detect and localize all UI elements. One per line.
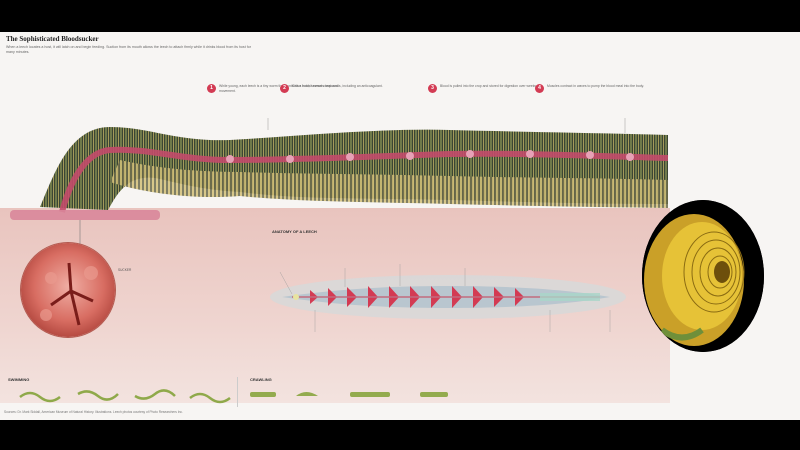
step-1: 1 While young, each leech is a tiny worm…: [207, 84, 352, 94]
numbered-circle-icon: 2: [280, 84, 289, 93]
graphic-intro: When a leech locates a host, it will lat…: [6, 45, 251, 54]
numbered-circle-icon: 3: [428, 84, 437, 93]
credit-line: Sources: Dr. Mark Siddall, American Muse…: [4, 410, 183, 414]
step-2: 2 Saliva holds several compounds, includ…: [280, 84, 425, 93]
swimming-label: SWIMMING: [8, 377, 30, 382]
step-3: 3 Blood is pulled into the crop and stor…: [428, 84, 573, 93]
crawling-label: CRAWLING: [250, 377, 272, 382]
anatomy-diagram: [270, 264, 626, 332]
section-divider: [237, 377, 238, 407]
letterbox-top: [0, 0, 800, 32]
step-text: Muscles contract in waves to pump the bl…: [547, 84, 644, 88]
crawling-sequence: [250, 392, 448, 397]
crop-pouches: [226, 150, 634, 163]
swimming-sequence: [19, 389, 231, 404]
anatomy-title: ANATOMY OF A LEECH: [272, 229, 317, 234]
step-text: Saliva holds several compounds, includin…: [292, 84, 383, 88]
numbered-circle-icon: 4: [535, 84, 544, 93]
skin-surface: [10, 210, 160, 220]
numbered-circle-icon: 1: [207, 84, 216, 93]
infographic-frame: The Sophisticated Bloodsucker When a lee…: [0, 32, 800, 420]
letterbox-bottom: [0, 420, 800, 450]
graphic-title: The Sophisticated Bloodsucker: [6, 35, 99, 43]
leech-underside: [110, 160, 668, 208]
leech-illustration: [10, 118, 669, 404]
skin-wound-closeup: [20, 242, 116, 338]
step-4: 4 Muscles contract in waves to pump the …: [535, 84, 665, 93]
sucker-closeup-photo: [642, 200, 764, 352]
step-text: While young, each leech is a tiny worm t…: [219, 84, 338, 93]
step-text: Blood is pulled into the crop and stored…: [440, 84, 538, 88]
closeup-caption: SUCKER: [118, 268, 132, 272]
crop-channel: [59, 146, 669, 213]
